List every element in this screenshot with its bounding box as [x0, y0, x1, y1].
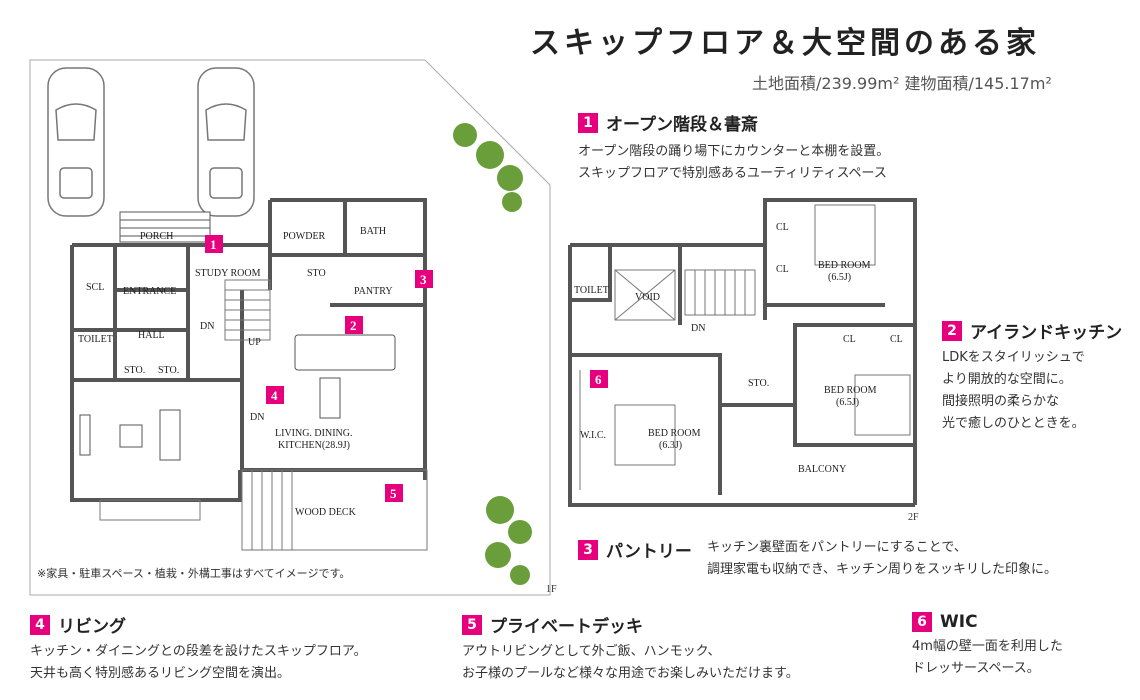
room-label-cl4: CL [890, 334, 903, 345]
feature-title: リビング [58, 617, 126, 637]
feature-text: アウトリビングとして外ご飯、ハンモック、 [462, 644, 721, 659]
room-label-entrance: ENTRANCE [123, 286, 176, 297]
feature-5: 5 プライベートデッキ アウトリビングとして外ご飯、ハンモック、 お子様のプールな… [462, 612, 799, 685]
feature-text: 間接照明の柔らかな [942, 394, 1060, 409]
car-icon [197, 67, 255, 217]
feature-1: 1 オープン階段＆書斎 オープン階段の踊り場下にカウンターと本棚を設置。 スキップ… [578, 110, 889, 185]
room-label-powder: POWDER [283, 231, 326, 242]
feature-text: LDKをスタイリッシュで [942, 350, 1085, 365]
tree-icon [485, 496, 532, 585]
badge-3: 3 [415, 270, 433, 288]
stairs [224, 279, 271, 341]
svg-text:3: 3 [420, 272, 427, 287]
room-label-wic: W.I.C. [580, 430, 606, 441]
feature-text: キッチン裏壁面をパントリーにすることで、 [706, 540, 967, 555]
room-label-cl2: CL [776, 264, 789, 275]
room-label-sto: STO. [748, 378, 769, 389]
feature-text: ドレッサースペース。 [912, 661, 1040, 676]
svg-text:6: 6 [595, 372, 602, 387]
feature-title: オープン階段＆書斎 [606, 115, 758, 135]
feature-text: キッチン・ダイニングとの段差を設けたスキップフロア。 [30, 644, 367, 659]
svg-text:1: 1 [210, 237, 217, 252]
feature-text: 調理家電も収納でき、キッチン周りをスッキリした印象に。 [706, 562, 1058, 577]
site-boundary [29, 59, 551, 596]
room-label-study: STUDY ROOM [195, 268, 261, 279]
room-label-toilet: TOILET [574, 285, 609, 296]
room-label-bed2-size: (6.5J) [836, 397, 859, 408]
badge-5: 5 [385, 484, 403, 502]
room-label-porch: PORCH [140, 231, 173, 242]
svg-text:4: 4 [271, 388, 278, 403]
room-label-sto2: STO. [158, 365, 179, 376]
room-label-sto: STO [307, 268, 326, 279]
feature-4: 4 リビング キッチン・ダイニングとの段差を設けたスキップフロア。 天井も高く特別… [30, 612, 367, 685]
feature-title: WIC [940, 612, 978, 632]
floor-label-1f: 1F [546, 584, 557, 595]
feature-number: 2 [942, 320, 962, 341]
room-label-bed3-size: (6.3J) [659, 440, 682, 451]
note: ※家具・駐車スペース・植栽・外構工事はすべてイメージです。 [37, 566, 350, 580]
room-label-ldk-2: KITCHEN(28.9J) [278, 440, 350, 451]
badge-6: 6 [590, 370, 608, 388]
room-label-bed1-size: (6.5J) [828, 272, 851, 283]
tree-icon [453, 123, 523, 212]
feature-number: 4 [30, 614, 50, 635]
car-icon [47, 67, 105, 217]
area-info: 土地面積/239.99m² 建物面積/145.17m² [752, 74, 1052, 93]
room-label-cl3: CL [843, 334, 856, 345]
badge-2: 2 [345, 316, 363, 334]
room-label-void: VOID [635, 292, 660, 303]
stair-label-dn: DN [691, 323, 705, 334]
room-label-balcony: BALCONY [798, 464, 846, 475]
stair-label-dn2: DN [250, 412, 264, 423]
wood-deck [241, 469, 428, 551]
stair-label-up: UP [248, 337, 261, 348]
room-label-toilet: TOILET [78, 334, 113, 345]
feature-6: 6 WIC 4m幅の壁一面を利用した ドレッサースペース。 [912, 612, 1063, 680]
feature-title: プライベートデッキ [490, 617, 643, 637]
feature-3: 3 パントリー キッチン裏壁面をパントリーにすることで、 調理家電も収納でき、キッ… [578, 537, 1057, 581]
page-title: スキップフロア＆大空間のある家 [530, 26, 1040, 61]
feature-number: 5 [462, 614, 482, 635]
room-label-bed2: BED ROOM [824, 385, 877, 396]
floor-label-2f: 2F [908, 512, 919, 523]
feature-text: 4m幅の壁一面を利用した [912, 639, 1063, 654]
room-label-hall: HALL [138, 330, 165, 341]
feature-title: パントリー [606, 542, 692, 562]
feature-text: 天井も高く特別感あるリビング空間を演出。 [30, 666, 291, 681]
stairs [684, 269, 756, 316]
floor-plan-2f: TOILET VOID CL CL BED ROOM (6.5J) DN CL … [568, 198, 919, 523]
feature-text: オープン階段の踊り場下にカウンターと本棚を設置。 [578, 144, 890, 159]
svg-text:2: 2 [350, 318, 357, 333]
feature-number: 3 [578, 539, 598, 560]
room-label-sto1: STO. [124, 365, 145, 376]
room-label-bath: BATH [360, 226, 386, 237]
feature-title: アイランドキッチン [970, 323, 1123, 343]
feature-number: 6 [912, 612, 932, 632]
room-label-bed3: BED ROOM [648, 428, 701, 439]
floor-plan-1f: PORCH POWDER BATH STUDY ROOM STO PANTRY … [29, 59, 557, 596]
feature-text: より開放的な空間に。 [942, 372, 1072, 387]
room-label-scl: SCL [86, 282, 104, 293]
feature-text: お子様のプールなど様々な用途でお楽しみいただけます。 [462, 666, 799, 681]
feature-text: スキップフロアで特別感あるユーティリティスペース [578, 166, 887, 181]
feature-2: 2 アイランドキッチン LDKをスタイリッシュで より開放的な空間に。 間接照明の… [942, 318, 1122, 435]
room-label-deck: WOOD DECK [295, 507, 357, 518]
void [614, 269, 676, 321]
room-label-pantry: PANTRY [354, 286, 393, 297]
feature-number: 1 [578, 112, 598, 133]
feature-text: 光で癒しのひとときを。 [942, 416, 1085, 431]
svg-text:5: 5 [390, 486, 397, 501]
badge-1: 1 [205, 235, 223, 253]
stair-label-dn: DN [200, 321, 214, 332]
room-label-ldk-1: LIVING. DINING. [275, 428, 352, 439]
room-label-cl1: CL [776, 222, 789, 233]
badge-4: 4 [266, 386, 284, 404]
room-label-bed1: BED ROOM [818, 260, 871, 271]
